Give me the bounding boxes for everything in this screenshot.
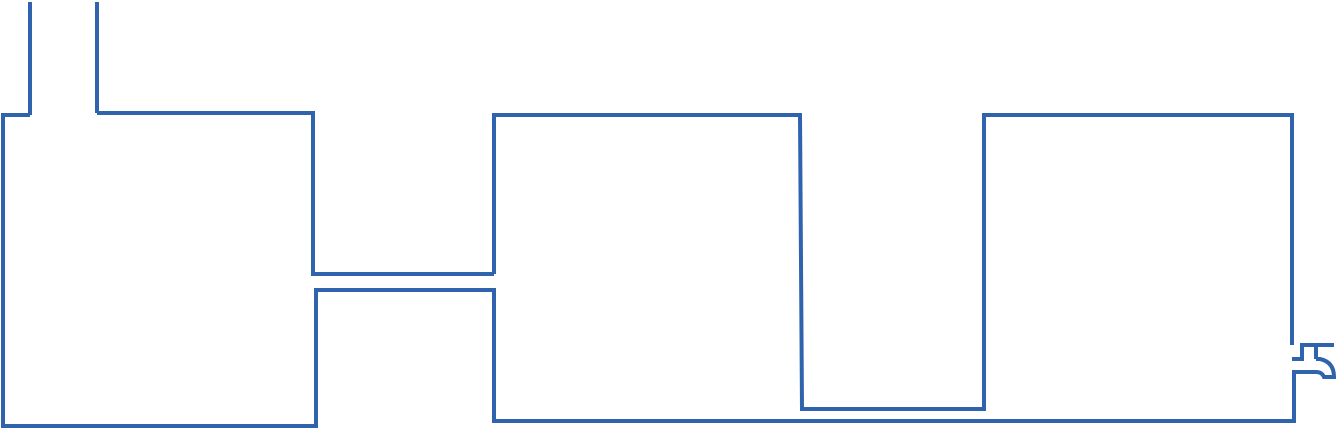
tank-2 <box>492 113 1294 411</box>
upper-connector-pipe <box>97 111 494 276</box>
tank-1 <box>1 113 1296 428</box>
inlet-pipe <box>28 2 99 115</box>
outlet-tap-icon <box>1292 343 1337 379</box>
